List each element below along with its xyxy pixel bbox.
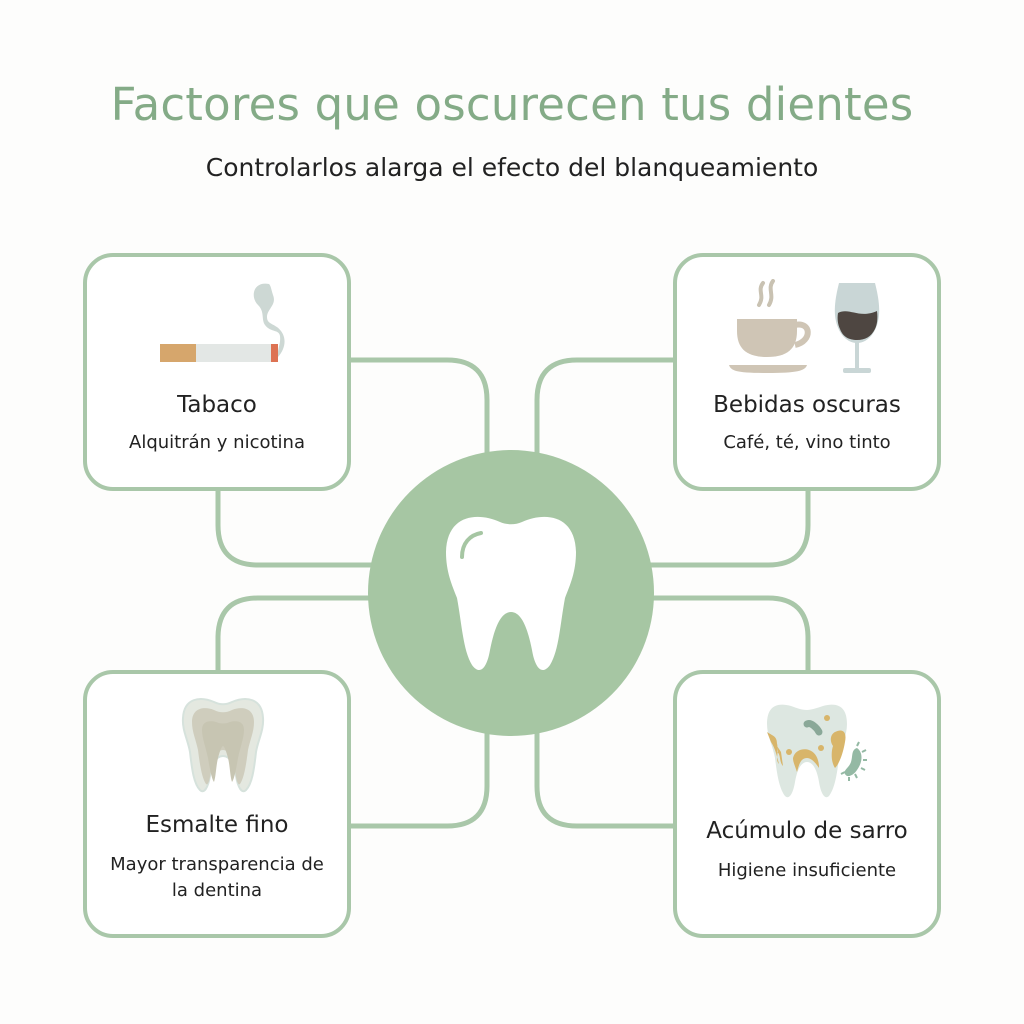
factor-title: Acúmulo de sarro	[706, 818, 908, 844]
cigarette-icon	[160, 283, 285, 362]
connector-top-left-a	[350, 357, 490, 460]
factor-description: Higiene insuficiente	[717, 860, 897, 881]
connector-bottom-right-b	[534, 725, 673, 829]
factor-title: Tabaco	[177, 392, 257, 418]
factor-card-tabaco: Tabaco Alquitrán y nicotina	[83, 253, 351, 491]
tooth-icon	[446, 516, 576, 671]
factor-description: Alquitrán y nicotina	[129, 432, 305, 453]
connector-top-right-a	[534, 357, 673, 460]
connector-top-right-b	[640, 490, 811, 568]
page-title: Factores que oscurecen tus dientes	[110, 78, 914, 131]
coffee-cup-icon	[729, 279, 811, 373]
factor-card-sarro: Acúmulo de sarro Higiene insuficiente	[673, 670, 941, 938]
tartar-tooth-icon	[767, 704, 867, 798]
factor-title: Esmalte fino	[145, 812, 289, 838]
factor-card-esmalte: Esmalte fino Mayor transparencia de la d…	[83, 670, 351, 938]
factor-title: Bebidas oscuras	[713, 392, 901, 418]
factor-description: Mayor transparencia de la dentina	[110, 854, 324, 901]
connector-top-left-b	[215, 490, 380, 568]
page-subtitle: Controlarlos alarga el efecto del blanqu…	[205, 153, 819, 182]
bacteria-icon	[840, 741, 867, 781]
coffee-wine-icon	[729, 279, 880, 373]
thin-enamel-tooth-icon	[181, 698, 265, 793]
connector-bottom-right-a	[640, 595, 811, 670]
connector-bottom-left-a	[215, 595, 380, 670]
wine-glass-icon	[834, 283, 880, 373]
factor-card-bebidas: Bebidas oscuras Café, té, vino tinto	[673, 253, 941, 491]
factor-description: Café, té, vino tinto	[723, 432, 891, 453]
connector-bottom-left-b	[350, 725, 490, 829]
